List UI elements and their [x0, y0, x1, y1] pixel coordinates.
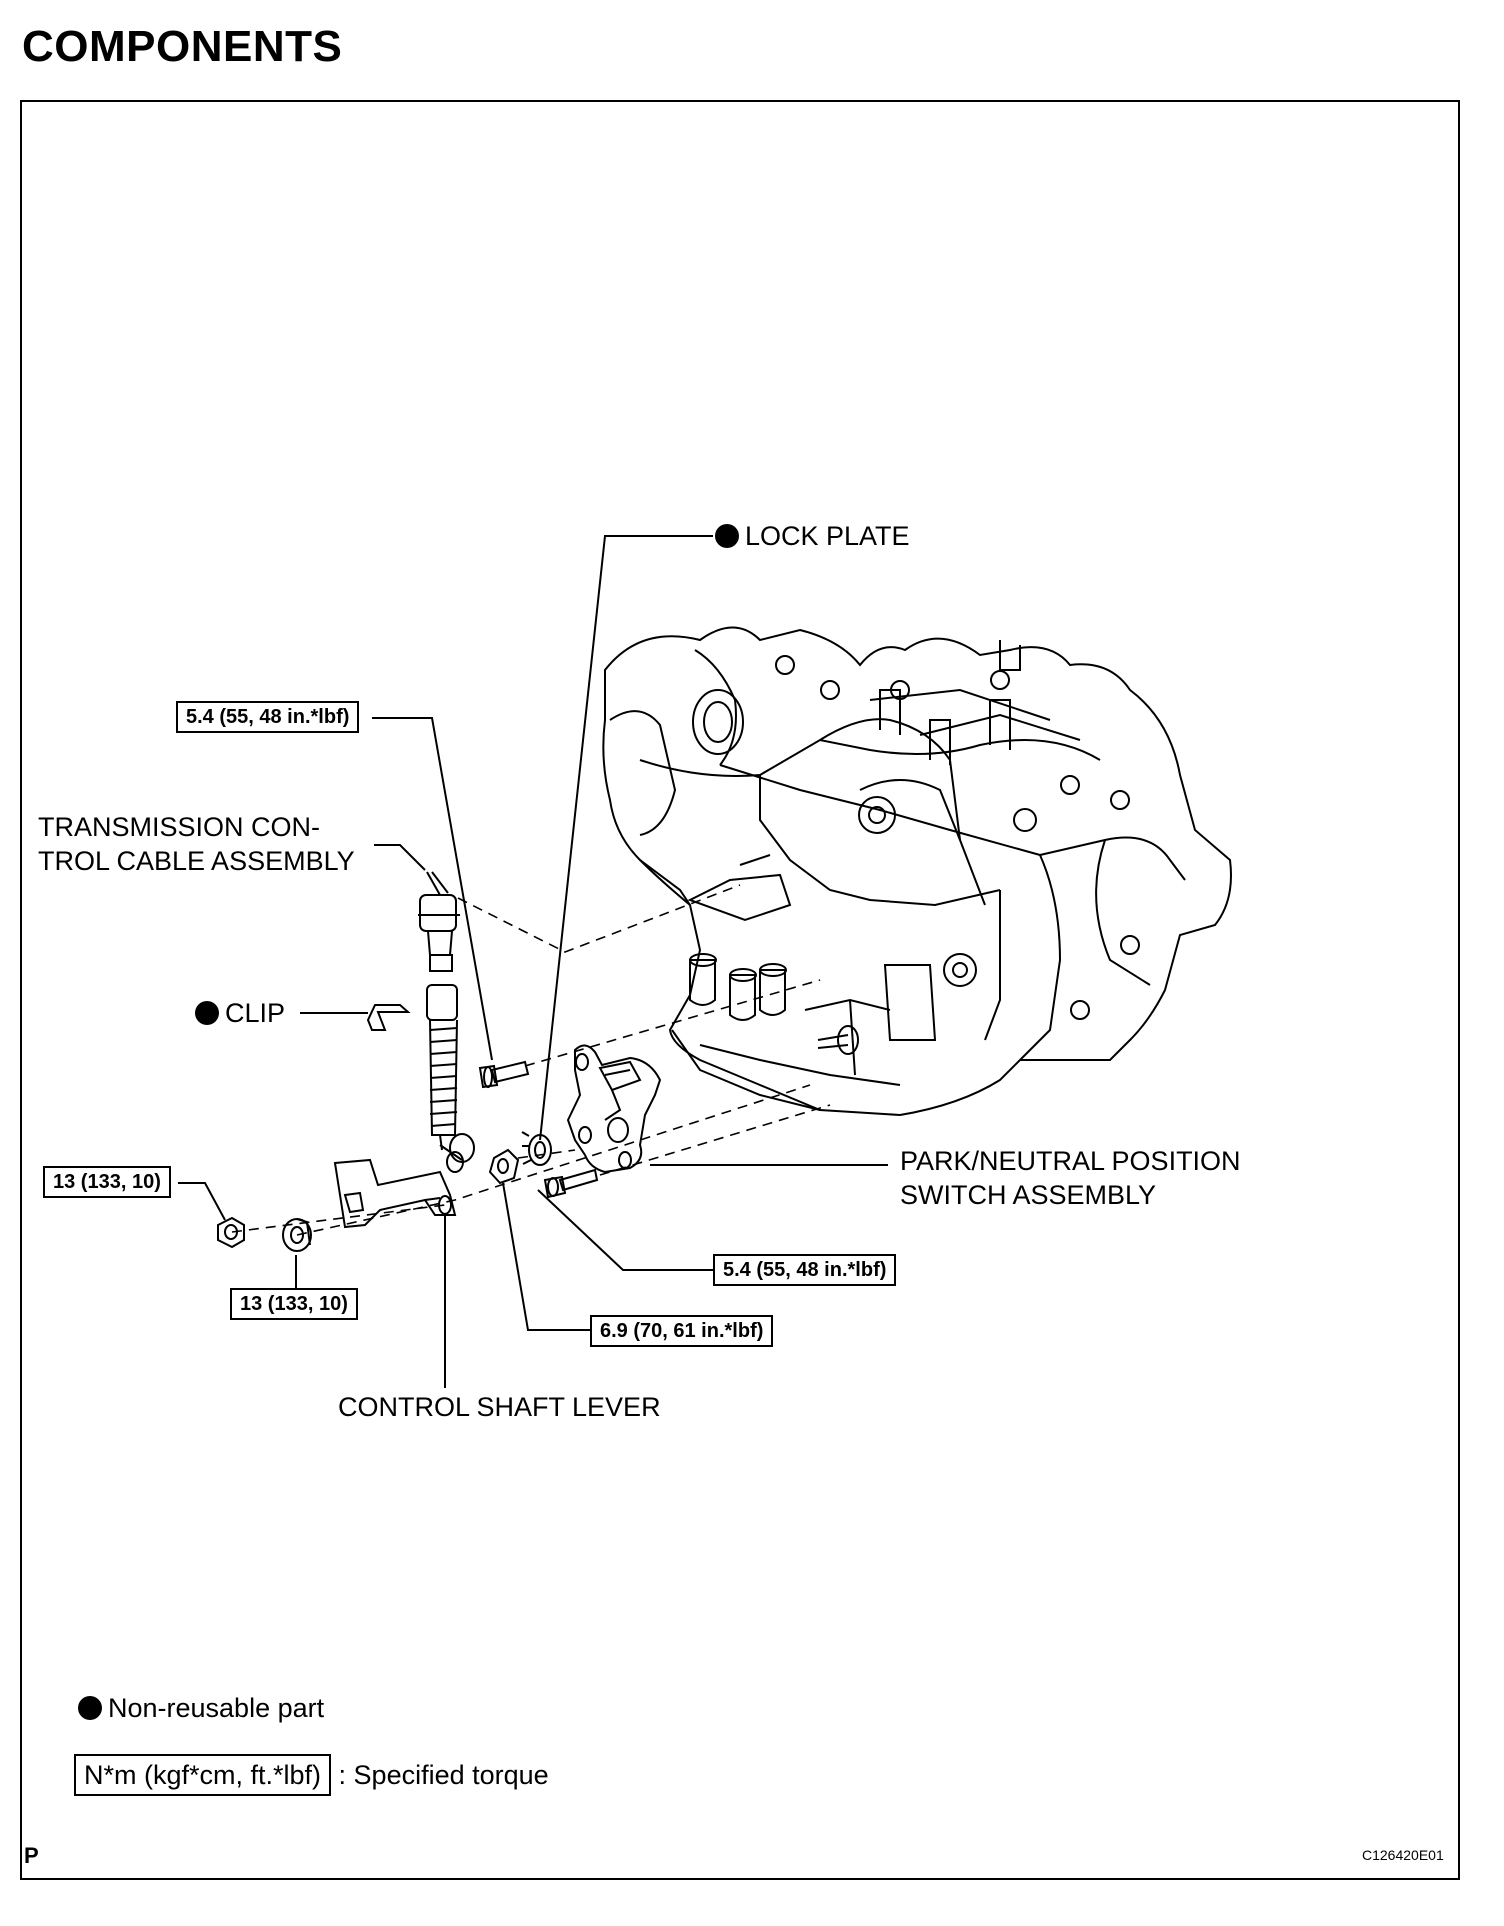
page-title: COMPONENTS	[22, 22, 343, 71]
center-nut-torque: 13 (133, 10)	[230, 1288, 358, 1320]
pnp-switch-part	[566, 1044, 662, 1174]
assembly-lines	[231, 884, 831, 1236]
legend-torque-unit: N*m (kgf*cm, ft.*lbf)	[74, 1754, 332, 1796]
control-shaft-lever-label: CONTROL SHAFT LEVER	[338, 1392, 661, 1422]
legend-non-reusable-text: Non-reusable part	[108, 1693, 325, 1723]
figure-code: C126420E01	[1362, 1847, 1444, 1863]
legend-torque: N*m (kgf*cm, ft.*lbf) : Specified torque	[74, 1754, 549, 1796]
clip-part	[366, 1004, 411, 1031]
leader-lines	[178, 535, 888, 1388]
pnp-switch-label: PARK/NEUTRAL POSITION SWITCH ASSEMBLY	[900, 1146, 1241, 1210]
lock-plate-text: LOCK PLATE	[745, 521, 910, 551]
legend-torque-desc: : Specified torque	[338, 1760, 549, 1790]
transmission-housing	[602, 626, 1232, 1117]
left-nut-torque: 13 (133, 10)	[43, 1166, 171, 1198]
clip-label: CLIP	[195, 996, 285, 1030]
shaft-nut-torque: 6.9 (70, 61 in.*lbf)	[590, 1315, 774, 1347]
switch-bolt-torque: 5.4 (55, 48 in.*lbf)	[713, 1254, 897, 1286]
cable-bolt-torque: 5.4 (55, 48 in.*lbf)	[176, 701, 360, 733]
shaft-nut-part	[488, 1148, 520, 1185]
transmission-cable-label: TRANSMISSION CON- TROL CABLE ASSEMBLY	[38, 812, 355, 876]
non-reusable-marker-icon	[195, 1001, 219, 1025]
corner-letter: P	[24, 1843, 39, 1868]
legend-non-reusable: Non-reusable part	[78, 1691, 324, 1725]
non-reusable-marker-icon	[78, 1696, 102, 1720]
switch-bolt-part	[543, 1168, 599, 1199]
lock-plate-part	[521, 1131, 552, 1166]
control-shaft-lever-part	[333, 1158, 457, 1229]
diagram-frame	[20, 100, 1460, 1880]
left-nut-part	[217, 1216, 245, 1249]
non-reusable-marker-icon	[715, 524, 739, 548]
cable-bracket-bolt	[478, 1060, 530, 1089]
transmission-control-cable	[418, 871, 475, 1173]
lock-plate-label: LOCK PLATE	[715, 519, 910, 553]
clip-text: CLIP	[225, 998, 286, 1028]
